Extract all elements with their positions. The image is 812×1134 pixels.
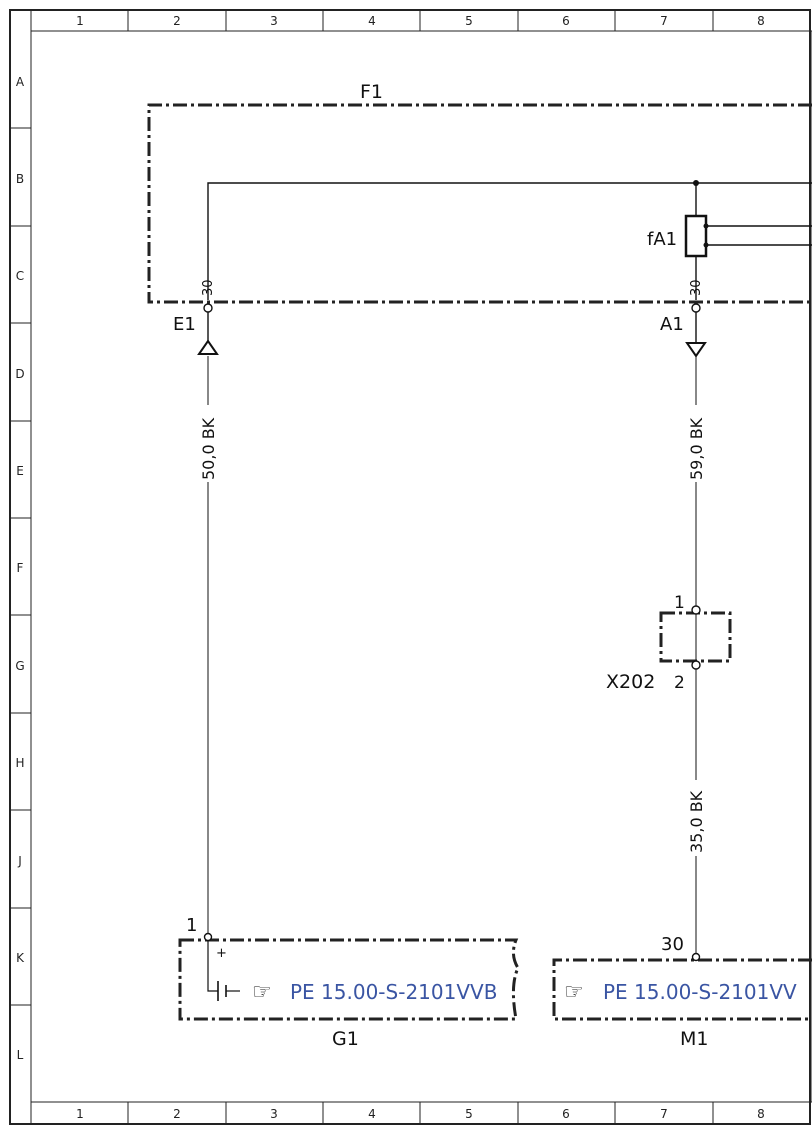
- g1-label: G1: [332, 1028, 359, 1050]
- row-label: G: [15, 659, 24, 673]
- component-m1: 30 ☞ PE 15.00-S-2101VV M1: [552, 934, 812, 1050]
- row-label: C: [16, 269, 24, 283]
- col-label: 4: [368, 1107, 376, 1121]
- row-label: E: [16, 464, 24, 478]
- g1-pin-1: 1: [186, 915, 197, 936]
- m1-pin-30: 30: [661, 934, 684, 955]
- wires: [207, 356, 697, 953]
- col-label: 4: [368, 14, 376, 28]
- f1-label: F1: [360, 81, 383, 103]
- drawing-frame: [9, 9, 812, 1125]
- row-label: L: [17, 1048, 24, 1062]
- col-label: 7: [660, 1107, 668, 1121]
- row-label: B: [16, 172, 24, 186]
- pointing-hand-icon: ☞: [564, 980, 584, 1005]
- row-label: F: [17, 561, 24, 575]
- connector-x202: 1 2 X202: [606, 593, 732, 693]
- junction-dot: [703, 223, 709, 229]
- fuse-fa1-label: fA1: [647, 229, 677, 250]
- row-label: J: [17, 854, 22, 868]
- terminal-a1: A1: [660, 303, 707, 358]
- x202-label: X202: [606, 671, 655, 693]
- col-label: 3: [270, 1107, 278, 1121]
- g1-polarity: +: [216, 946, 227, 961]
- f1-internal-wiring: [207, 182, 812, 300]
- junction-dot: [703, 242, 709, 248]
- col-label: 2: [173, 1107, 181, 1121]
- wire-label-left: 50,0 BK: [199, 417, 218, 480]
- terminal-e1-label: E1: [173, 314, 196, 335]
- col-label: 1: [76, 1107, 84, 1121]
- col-label: 6: [562, 1107, 570, 1121]
- row-label: K: [16, 951, 25, 965]
- col-label: 2: [173, 14, 181, 28]
- m1-label: M1: [680, 1028, 708, 1050]
- x202-pin-2: 2: [674, 673, 685, 693]
- grid-labels: 1 2 3 4 5 6 7 8 1 2 3 4 5 6 7 8 A B C D …: [15, 14, 764, 1121]
- row-label: D: [15, 367, 24, 381]
- col-label: 3: [270, 14, 278, 28]
- col-label: 1: [76, 14, 84, 28]
- x202-pin-1: 1: [674, 593, 685, 613]
- pin-label-right-30: 30: [689, 279, 704, 296]
- row-label: A: [16, 75, 25, 89]
- col-label: 5: [465, 14, 473, 28]
- row-label: H: [15, 756, 24, 770]
- col-label: 8: [757, 14, 765, 28]
- terminal-a1-label: A1: [660, 314, 684, 335]
- pin-label-left-30: 30: [201, 279, 216, 296]
- g1-reference-link[interactable]: PE 15.00-S-2101VVB: [290, 980, 497, 1004]
- terminal-e1: E1: [173, 303, 219, 355]
- junction-dot: [693, 180, 699, 186]
- wire-label-right-lower: 35,0 BK: [687, 790, 706, 853]
- col-label: 6: [562, 14, 570, 28]
- col-label: 8: [757, 1107, 765, 1121]
- f1-fuse-box: F1 fA1 30 30: [147, 81, 812, 304]
- fuse-fa1: [684, 214, 708, 258]
- grid-ticks: [10, 10, 714, 1124]
- component-g1: + 1 ☞ PE 15.00-S-2101VVB G1: [178, 915, 520, 1050]
- col-label: 7: [660, 14, 668, 28]
- m1-reference-link[interactable]: PE 15.00-S-2101VV: [603, 980, 797, 1004]
- pointing-hand-icon: ☞: [252, 980, 272, 1005]
- wire-label-right-upper: 59,0 BK: [687, 417, 706, 480]
- col-label: 5: [465, 1107, 473, 1121]
